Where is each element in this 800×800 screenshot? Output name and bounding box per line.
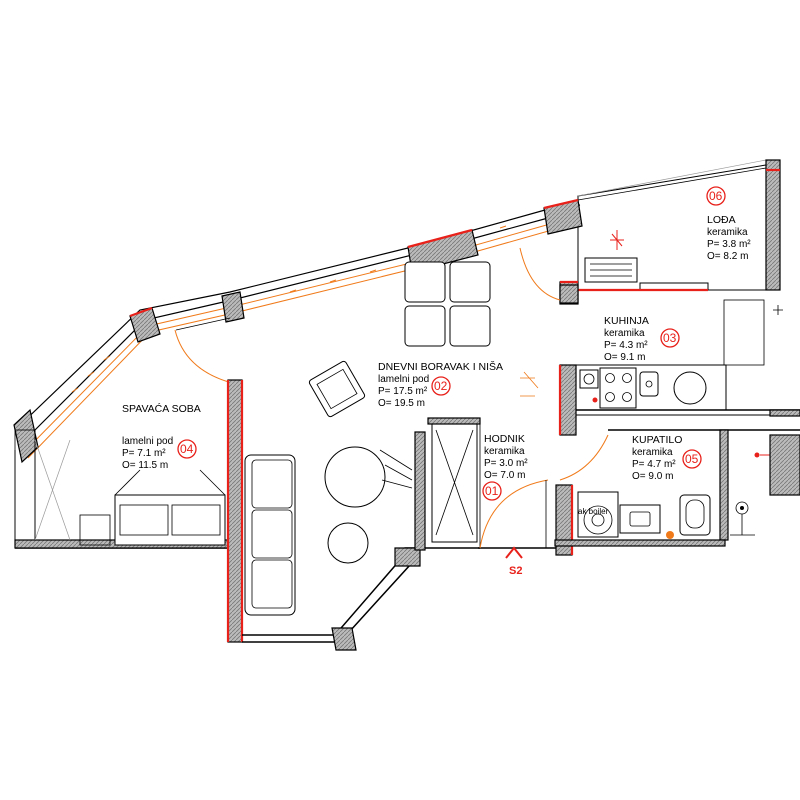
room-label-06: 06 LOĐA keramika P= 3.8 m² O= 8.2 m [706, 186, 751, 262]
entrance-arrow-icon [505, 546, 523, 559]
svg-text:02: 02 [434, 379, 448, 393]
svg-text:05: 05 [685, 452, 699, 466]
svg-text:keramika: keramika [632, 447, 673, 458]
kitchen-bath-walls [554, 280, 800, 556]
bedroom-living-wall [227, 379, 243, 643]
kitchen-counter [575, 299, 765, 411]
svg-text:P= 17.5 m²: P= 17.5 m² [378, 386, 428, 397]
exterior-facade [13, 198, 583, 464]
svg-text:keramika: keramika [707, 227, 748, 238]
loggia-furniture [519, 230, 708, 304]
entrance-label: S2 [509, 565, 522, 577]
svg-text:DNEVNI BORAVAK I NIŠA: DNEVNI BORAVAK I NIŠA [378, 360, 503, 373]
coffee-tables [324, 446, 413, 564]
room-label-02: DNEVNI BORAVAK I NIŠA lamelni pod P= 17.… [378, 360, 503, 409]
loggia-wall-right [765, 159, 781, 291]
svg-text:04: 04 [180, 442, 194, 456]
bed [114, 469, 226, 546]
svg-text:O= 9.0 m: O= 9.0 m [632, 471, 673, 482]
svg-text:HODNIK: HODNIK [484, 433, 525, 445]
bathroom-fixtures [577, 434, 800, 539]
svg-text:lamelni pod: lamelni pod [378, 374, 429, 385]
svg-text:KUHINJA: KUHINJA [604, 315, 649, 327]
nightstand [79, 514, 111, 546]
living-niche-walls [242, 547, 480, 651]
svg-text:P= 4.7 m²: P= 4.7 m² [632, 459, 676, 470]
room-label-01: HODNIK keramika P= 3.0 m² O= 7.0 m 01 [482, 433, 528, 501]
bedroom-door-swing [174, 329, 233, 384]
boiler-label: ak boiler [578, 507, 609, 516]
svg-text:lamelni pod: lamelni pod [122, 436, 173, 447]
bathroom-door-swing [559, 434, 609, 481]
svg-text:01: 01 [485, 484, 499, 498]
dining-set [404, 261, 491, 347]
svg-text:P= 3.0 m²: P= 3.0 m² [484, 458, 528, 469]
svg-text:O= 8.2 m: O= 8.2 m [707, 251, 748, 262]
svg-text:KUPATILO: KUPATILO [632, 434, 682, 446]
svg-text:SPAVAĆA SOBA: SPAVAĆA SOBA [122, 402, 201, 415]
svg-text:LOĐA: LOĐA [707, 214, 736, 226]
svg-text:P= 4.3 m²: P= 4.3 m² [604, 340, 648, 351]
svg-text:06: 06 [709, 189, 723, 203]
svg-text:O= 9.1 m: O= 9.1 m [604, 352, 645, 363]
star-marker-icon [773, 305, 783, 315]
room-label-03: KUHINJA keramika P= 4.3 m² O= 9.1 m 03 [604, 315, 680, 363]
svg-text:P= 3.8 m²: P= 3.8 m² [707, 239, 751, 250]
svg-text:O= 19.5 m: O= 19.5 m [378, 398, 425, 409]
svg-text:keramika: keramika [604, 328, 645, 339]
armchair [308, 360, 366, 418]
svg-text:keramika: keramika [484, 446, 525, 457]
svg-text:O= 7.0 m: O= 7.0 m [484, 470, 525, 481]
entry-door-swing [479, 479, 549, 549]
hallway-walls [414, 417, 560, 551]
room-label-04: SPAVAĆA SOBA lamelni pod P= 7.1 m² O= 11… [122, 402, 201, 471]
svg-text:03: 03 [663, 331, 677, 345]
room-label-05: KUPATILO keramika P= 4.7 m² O= 9.0 m 05 [632, 434, 702, 482]
vent-icon [520, 371, 539, 397]
sofa [244, 454, 296, 616]
svg-text:P= 7.1 m²: P= 7.1 m² [122, 448, 166, 459]
svg-text:O= 11.5 m: O= 11.5 m [122, 460, 168, 471]
